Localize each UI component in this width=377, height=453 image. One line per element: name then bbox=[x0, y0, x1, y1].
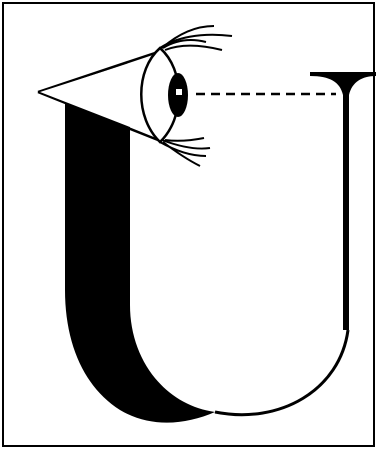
border-frame bbox=[3, 3, 374, 446]
u-thin-stem bbox=[343, 92, 349, 330]
pupil-highlight bbox=[176, 89, 182, 95]
